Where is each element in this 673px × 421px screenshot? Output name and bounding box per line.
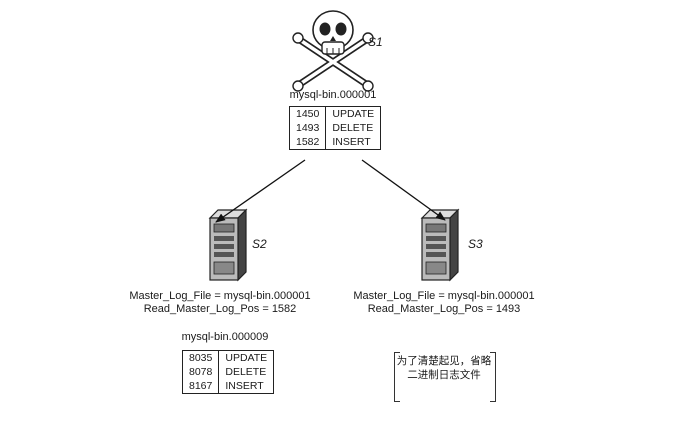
server-label-s2: S2	[252, 237, 267, 251]
omitted-binlog-note: 为了清楚起见，省略二进制日志文件	[396, 355, 492, 381]
binlog-op: UPDATE	[332, 108, 375, 120]
binlog-op: INSERT	[225, 380, 264, 392]
table-row: 8035 UPDATE	[182, 350, 274, 365]
skull-crossbones-icon	[292, 10, 374, 92]
binlog-op: DELETE	[332, 122, 374, 134]
server-icon	[208, 208, 248, 282]
master-log-file-s3: Master_Log_File = mysql-bin.000001	[353, 290, 535, 302]
table-row: 1450 UPDATE	[289, 106, 381, 121]
binlog-pos: 8035	[182, 350, 220, 365]
arrow-to-s2	[215, 159, 306, 223]
table-row: 8167 INSERT	[182, 379, 274, 394]
read-master-log-pos-s3: Read_Master_Log_Pos = 1493	[367, 303, 521, 315]
table-row: 8078 DELETE	[182, 365, 274, 379]
binlog-title-s1: mysql-bin.000001	[289, 89, 377, 101]
binlog-pos: 1582	[289, 135, 327, 150]
binlog-table-s2: 8035 UPDATE 8078 DELETE 8167 INSERT	[182, 350, 275, 394]
read-master-log-pos-s2: Read_Master_Log_Pos = 1582	[143, 303, 297, 315]
table-row: 1582 INSERT	[289, 135, 381, 150]
table-row: 1493 DELETE	[289, 121, 381, 135]
server-icon	[420, 208, 460, 282]
binlog-op: UPDATE	[225, 352, 268, 364]
binlog-op: DELETE	[225, 366, 267, 378]
arrow-to-s3	[361, 159, 446, 221]
master-log-file-s2: Master_Log_File = mysql-bin.000001	[129, 290, 311, 302]
server-label-s3: S3	[468, 237, 483, 251]
binlog-pos: 1493	[289, 121, 327, 135]
server-label-s1: S1	[368, 35, 383, 49]
binlog-pos: 8078	[182, 365, 220, 379]
binlog-pos: 8167	[182, 379, 220, 394]
binlog-table-s1: 1450 UPDATE 1493 DELETE 1582 INSERT	[289, 106, 382, 150]
binlog-op: INSERT	[332, 136, 371, 148]
binlog-title-s2: mysql-bin.000009	[181, 331, 269, 343]
binlog-pos: 1450	[289, 106, 327, 121]
note-bracket	[394, 352, 496, 402]
